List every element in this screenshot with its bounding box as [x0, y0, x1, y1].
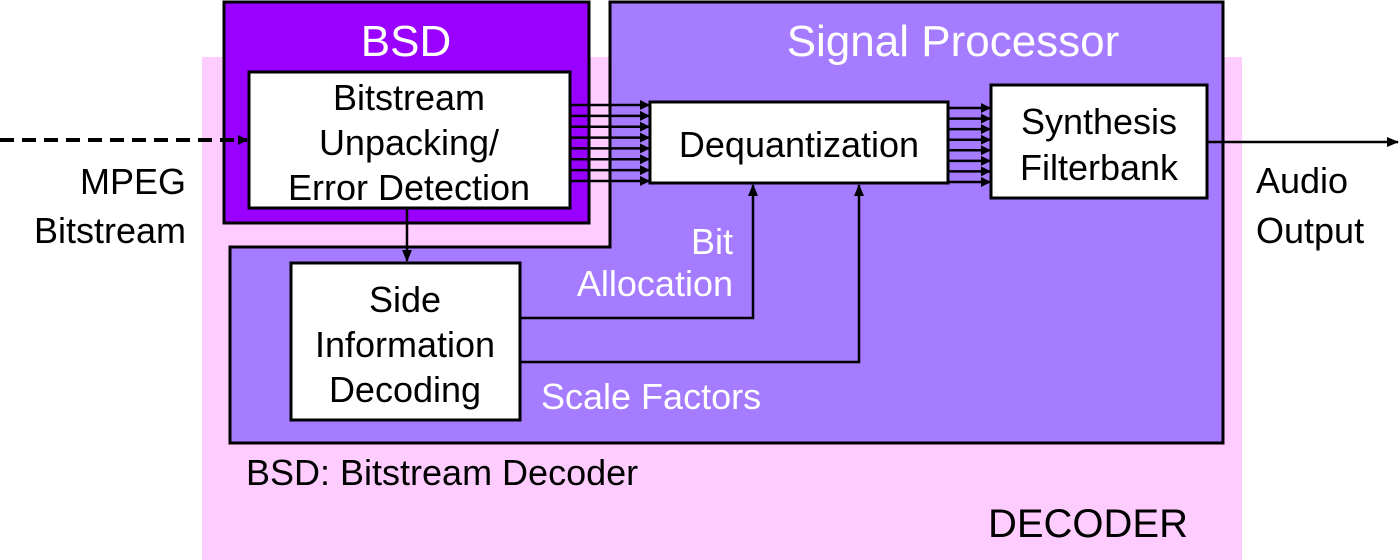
- unpacking-block-label: Bitstream Unpacking/ Error Detection: [288, 77, 530, 208]
- dequantization-label: Dequantization: [679, 124, 919, 165]
- side-info-line-1: Side: [369, 279, 441, 320]
- input-label-line-1: MPEG: [80, 161, 186, 202]
- input-label-line-2: Bitstream: [34, 210, 186, 251]
- decoder-label: DECODER: [988, 502, 1188, 546]
- scale-factors-arrow: [520, 184, 864, 364]
- side-information-block: [289, 261, 522, 422]
- bit-allocation-arrow: [520, 184, 758, 320]
- side-info-line-3: Decoding: [329, 369, 481, 410]
- bsd-legend: BSD: Bitstream Decoder: [246, 452, 638, 493]
- bsd-title: BSD: [361, 17, 451, 66]
- bit-allocation-label-line-1: Bit: [691, 221, 733, 262]
- side-info-line-2: Information: [315, 324, 495, 365]
- dequantization-block: [648, 100, 950, 185]
- unpacking-line-3: Error Detection: [288, 167, 530, 208]
- synthesis-line-1: Synthesis: [1021, 101, 1177, 142]
- output-label-line-1: Audio: [1256, 160, 1348, 201]
- unpacking-to-dequantization-bus: [570, 100, 650, 186]
- signal-processor-title: Signal Processor: [787, 17, 1120, 66]
- unpacking-block: [247, 70, 572, 210]
- unpacking-line-1: Bitstream: [333, 77, 485, 118]
- output-label-line-2: Output: [1256, 210, 1364, 251]
- unpacking-line-2: Unpacking/: [319, 122, 499, 163]
- dequantization-to-synthesis-bus: [948, 103, 991, 187]
- scale-factors-label: Scale Factors: [541, 376, 761, 417]
- synthesis-line-2: Filterbank: [1020, 147, 1179, 188]
- bit-allocation-label-line-2: Allocation: [577, 263, 733, 304]
